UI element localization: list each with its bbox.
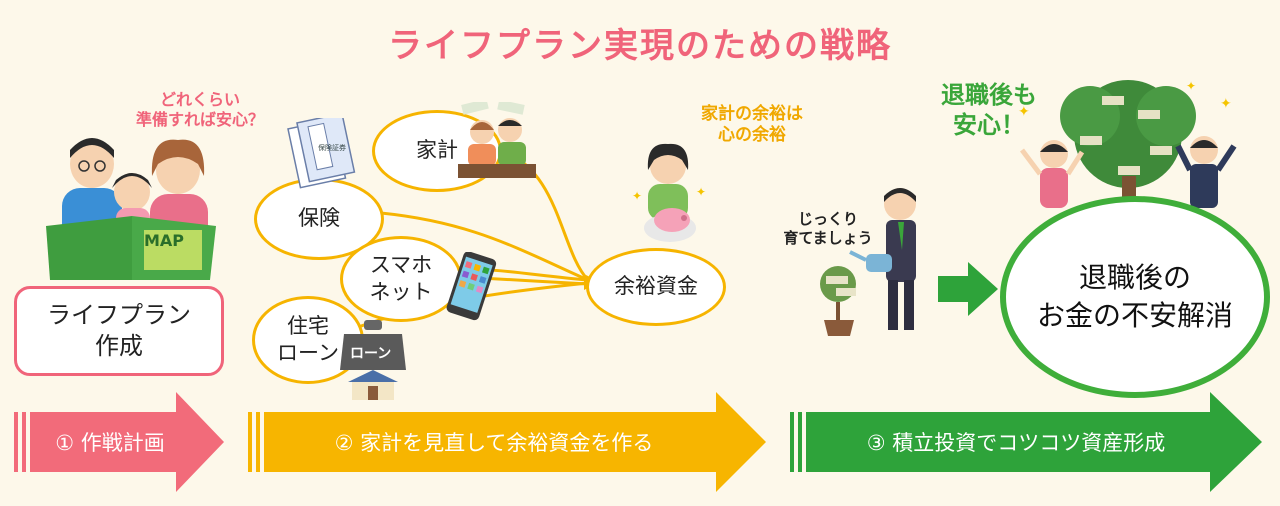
dad-face [70, 140, 114, 188]
woman-piggy-illustration: ✦ ✦ [632, 143, 706, 242]
map-label: MAP [144, 231, 184, 250]
node-loan-label: 住宅 ローン [277, 313, 339, 365]
step-3-arrow [790, 392, 1262, 492]
node-hoken-label: 保険 [298, 206, 340, 231]
result-circle: 退職後の お金の不安解消 [1000, 196, 1270, 398]
loan-label: ローン [350, 346, 391, 362]
step-2-arrow [248, 392, 766, 492]
node-kakei-label: 家計 [416, 138, 458, 163]
step-1-label: ① 作戦計画 [55, 431, 165, 455]
child-face [114, 173, 150, 211]
yoyu-note: 家計の余裕は 心の余裕 [701, 104, 803, 146]
life-plan-text: ライフプラン 作成 [47, 300, 191, 360]
step-3-label: ③ 積立投資でコツコツ資産形成 [866, 431, 1166, 455]
svg-text:✦: ✦ [1186, 79, 1196, 93]
connector-hoken [369, 210, 589, 282]
svg-text:✦: ✦ [1018, 104, 1030, 120]
svg-text:✦: ✦ [1220, 96, 1232, 112]
result-arrow [938, 262, 998, 316]
piggy-bank-icon [654, 208, 690, 232]
map-left-page [46, 216, 132, 280]
page-title: ライフプラン実現のための戦略 [388, 26, 892, 66]
svg-text:✦: ✦ [696, 185, 706, 199]
insurance-doc-text: 保険証券 [318, 143, 346, 152]
node-surplus-label: 余裕資金 [614, 274, 698, 299]
smartphone-icon [446, 252, 497, 321]
watering-can-icon [866, 254, 892, 272]
step-2-label: ② 家計を見直して余裕資金を作る [334, 431, 654, 455]
node-sumaho: スマホ ネット [340, 236, 462, 322]
grow-note: じっくり 育てましょう [783, 210, 873, 247]
loan-weight-icon: ローン [340, 320, 406, 400]
question-note: どれくらい 準備すれば安心？ [135, 90, 264, 129]
step-arrows [14, 392, 1262, 492]
svg-text:✦: ✦ [632, 189, 642, 203]
life-plan-box: ライフプラン 作成 [14, 286, 224, 376]
couple-budget-illustration [458, 102, 536, 178]
insurance-document-icon: 保険証券 [287, 118, 356, 189]
family-map-illustration: MAP [46, 138, 216, 280]
result-text: 退職後の お金の不安解消 [1036, 261, 1233, 332]
node-surplus: 余裕資金 [586, 248, 726, 326]
step-1-arrow [14, 392, 224, 492]
man-watering-illustration [820, 188, 916, 336]
relief-note: 退職後も 安心！ [941, 81, 1037, 139]
node-sumaho-label: スマホ ネット [369, 252, 433, 304]
